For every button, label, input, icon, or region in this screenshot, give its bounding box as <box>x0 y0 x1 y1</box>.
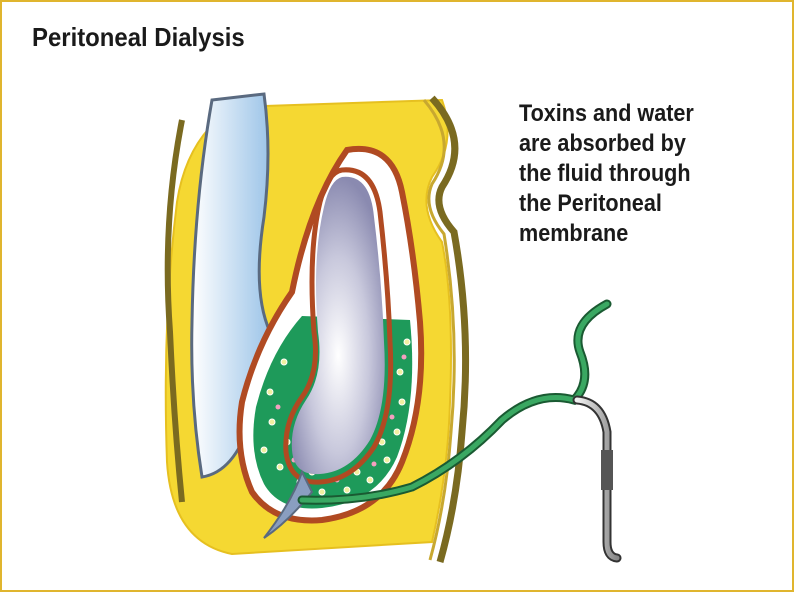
caption-line: Toxins and water <box>519 99 762 129</box>
diagram-caption: Toxins and water are absorbed by the flu… <box>519 99 762 249</box>
caption-line: the fluid through <box>519 159 762 189</box>
caption-line: the Peritoneal <box>519 189 762 219</box>
caption-line: membrane <box>519 219 762 249</box>
tube-clamp <box>601 450 613 490</box>
caption-line: are absorbed by <box>519 129 762 159</box>
